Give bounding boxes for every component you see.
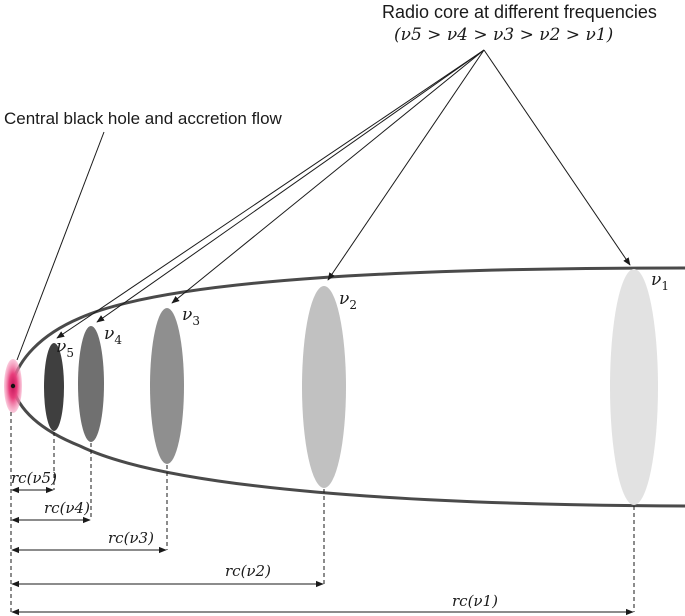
black-hole-dot [10, 383, 16, 389]
radius-label-nu1: rc(ν1) [452, 592, 498, 610]
frequency-arrows [56, 49, 631, 339]
arrow-to-nu3 [171, 49, 485, 304]
black-hole-pointer [16, 131, 105, 361]
radius-label-nu2: rc(ν2) [225, 562, 271, 580]
arrow-to-nu5 [56, 49, 485, 339]
core-nu2-ellipse [302, 286, 346, 488]
label-nu1: ν1 [651, 270, 669, 293]
frequency-ordering: (ν5 > ν4 > ν3 > ν2 > ν1) [394, 25, 613, 45]
core-nu5-ellipse [44, 343, 64, 431]
core-nu4-ellipse [78, 326, 104, 442]
arrow-to-nu1 [483, 49, 631, 266]
label-nu5: ν5 [56, 337, 74, 360]
core-labels: ν1 ν2 ν3 ν4 ν5 [56, 270, 669, 360]
black-hole-label: Central black hole and accretion flow [4, 109, 283, 128]
radius-label-nu5: rc(ν5) [11, 469, 57, 487]
arrow-to-nu4 [96, 49, 485, 323]
label-nu4: ν4 [104, 324, 122, 347]
radius-labels: rc(ν5) rc(ν4) rc(ν3) rc(ν2) rc(ν1) [11, 469, 498, 610]
label-nu2: ν2 [339, 289, 357, 312]
label-nu3: ν3 [182, 305, 200, 328]
radius-label-nu3: rc(ν3) [108, 529, 154, 547]
core-nu3-ellipse [150, 308, 184, 464]
core-nu1-ellipse [610, 269, 658, 505]
radius-label-nu4: rc(ν4) [44, 499, 90, 517]
dashed-guides [10, 412, 635, 612]
diagram-title: Radio core at different frequencies [382, 2, 657, 22]
radius-arrows [11, 486, 634, 616]
arrow-to-nu2 [327, 49, 485, 281]
